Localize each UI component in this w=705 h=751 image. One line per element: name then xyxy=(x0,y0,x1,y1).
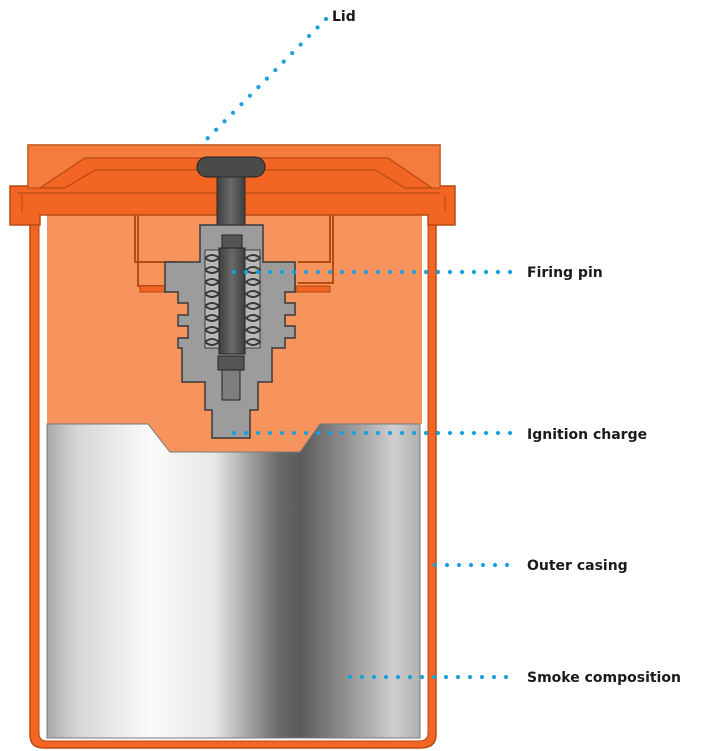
leader-lid xyxy=(201,16,329,145)
lid-button xyxy=(196,156,266,178)
ignition-charge xyxy=(217,355,245,401)
mechanism-bracket xyxy=(134,212,334,287)
label-outer-casing: Outer casing xyxy=(527,558,628,574)
label-ignition-charge: Ignition charge xyxy=(527,427,647,443)
label-firing-pin: Firing pin xyxy=(527,265,603,281)
label-smoke-composition: Smoke composition xyxy=(527,670,681,686)
firing-pin xyxy=(218,234,246,355)
smoke-composition xyxy=(46,423,421,739)
plunger-stem xyxy=(216,176,246,226)
label-lid: Lid xyxy=(332,9,356,25)
